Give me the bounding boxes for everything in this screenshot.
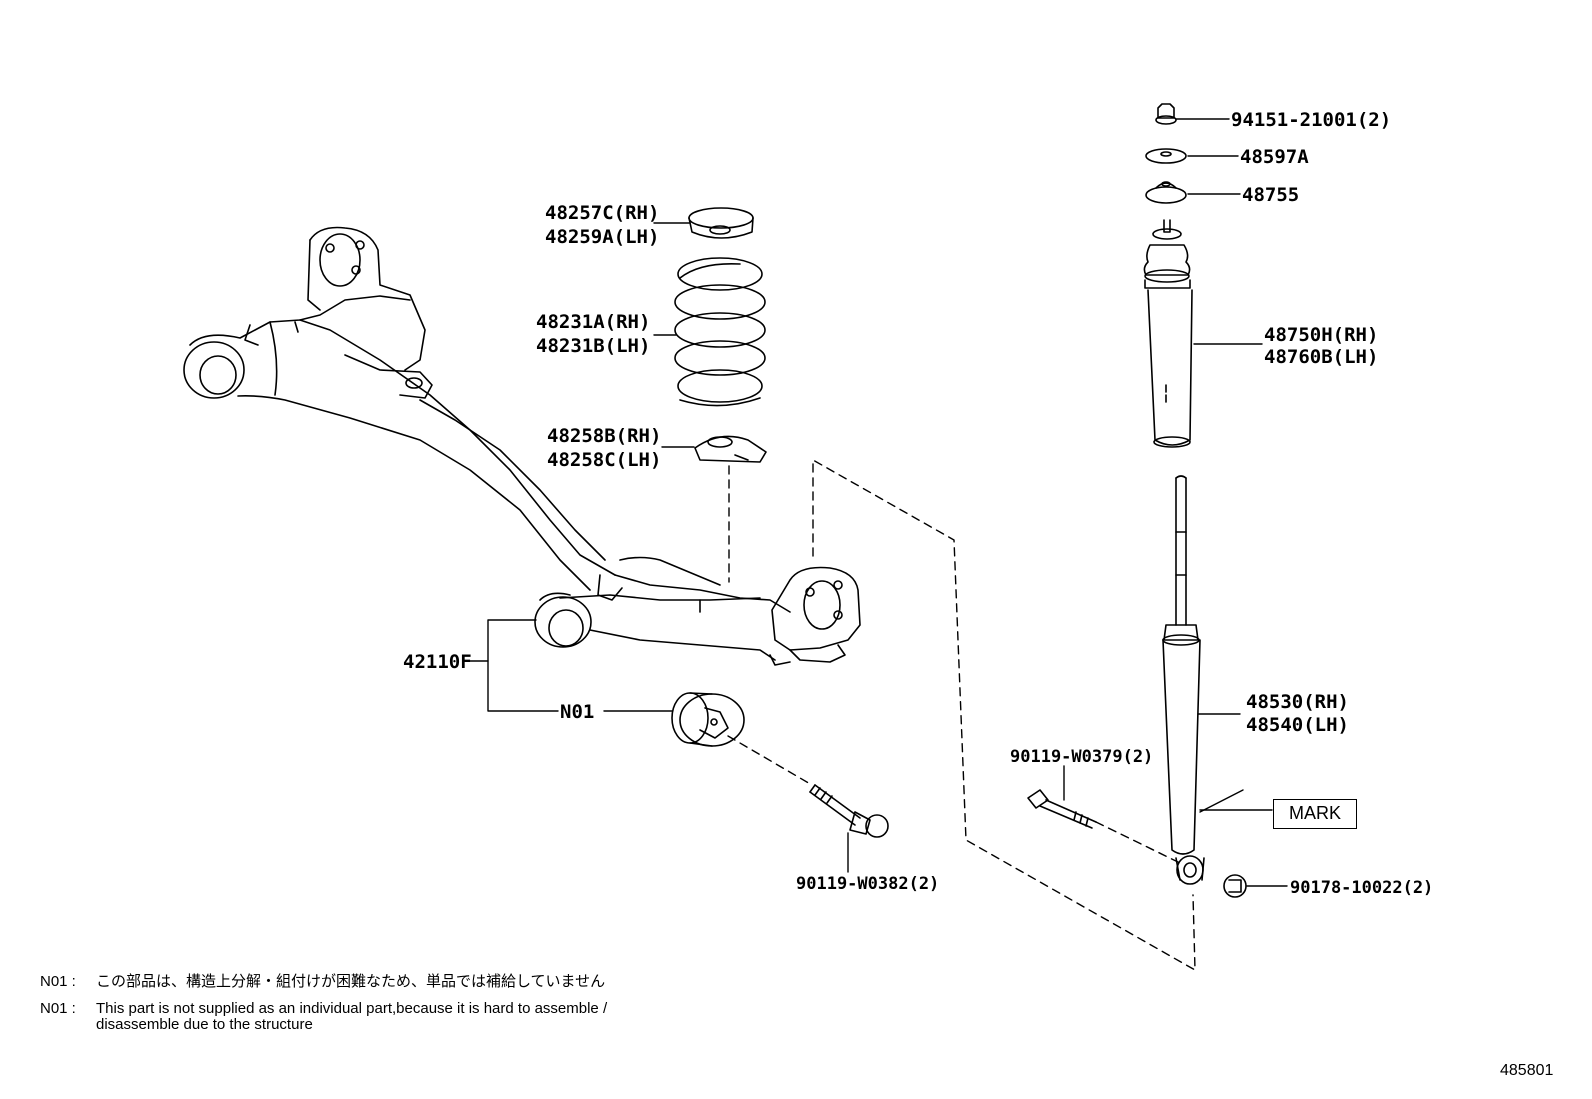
label-lower-seat-rh: 48258B(RH) <box>547 425 662 447</box>
label-beam: 42110F <box>403 651 472 673</box>
label-spring-rh: 48231A(RH) <box>536 311 651 333</box>
coil-spring-icon <box>674 257 766 407</box>
nut-top-icon <box>1155 103 1177 125</box>
torsion-beam-icon <box>183 226 861 666</box>
label-upper-seat-rh: 48257C(RH) <box>545 202 660 224</box>
washer-icon <box>1145 148 1187 164</box>
label-bolt-beam: 90119-W0382(2) <box>796 874 940 894</box>
label-spring-lh: 48231B(LH) <box>536 335 651 357</box>
label-lower-seat-lh: 48258C(LH) <box>547 449 662 471</box>
bushing-icon <box>671 692 745 747</box>
label-nut-top: 94151-21001(2) <box>1231 109 1392 131</box>
mark-callout: MARK <box>1273 799 1357 829</box>
shock-absorber-icon <box>1162 475 1205 885</box>
note-text: この部品は、構造上分解・組付けが困難なため、単品では補給していません <box>96 973 606 990</box>
leader-lines <box>469 118 1288 887</box>
note-text: This part is not supplied as an individu… <box>96 1000 608 1017</box>
note-english: N01 : This part is not supplied as an in… <box>40 1000 780 1036</box>
label-upper-seat-lh: 48259A(LH) <box>545 226 660 248</box>
note-japanese: N01 : この部品は、構造上分解・組付けが困難なため、単品では補給していません <box>40 973 780 991</box>
spring-seat-lower-icon <box>694 435 767 463</box>
label-washer: 48597A <box>1240 146 1309 168</box>
bolt-beam-icon <box>809 784 889 838</box>
label-bumper-lh: 48760B(LH) <box>1264 346 1379 368</box>
label-shock-rh: 48530(RH) <box>1246 691 1349 713</box>
label-bumper-rh: 48750H(RH) <box>1264 324 1379 346</box>
label-nut-shock: 90178-10022(2) <box>1290 878 1434 898</box>
label-mount: 48755 <box>1242 184 1300 206</box>
bolt-shock-icon <box>1027 789 1097 829</box>
label-shock-lh: 48540(LH) <box>1246 714 1349 736</box>
assembly-lines <box>727 459 1196 971</box>
label-bushing: N01 <box>560 701 595 723</box>
note-key: N01 : <box>40 973 76 990</box>
note-text-cont: disassemble due to the structure <box>96 1016 313 1033</box>
spring-seat-upper-icon <box>688 207 754 239</box>
mount-icon <box>1145 181 1187 204</box>
note-key: N01 : <box>40 1000 76 1017</box>
label-bolt-shock: 90119-W0379(2) <box>1010 747 1154 767</box>
nut-shock-icon <box>1223 874 1247 898</box>
diagram-number: 485801 <box>1500 1062 1554 1079</box>
bump-stop-boot-icon <box>1143 219 1193 448</box>
